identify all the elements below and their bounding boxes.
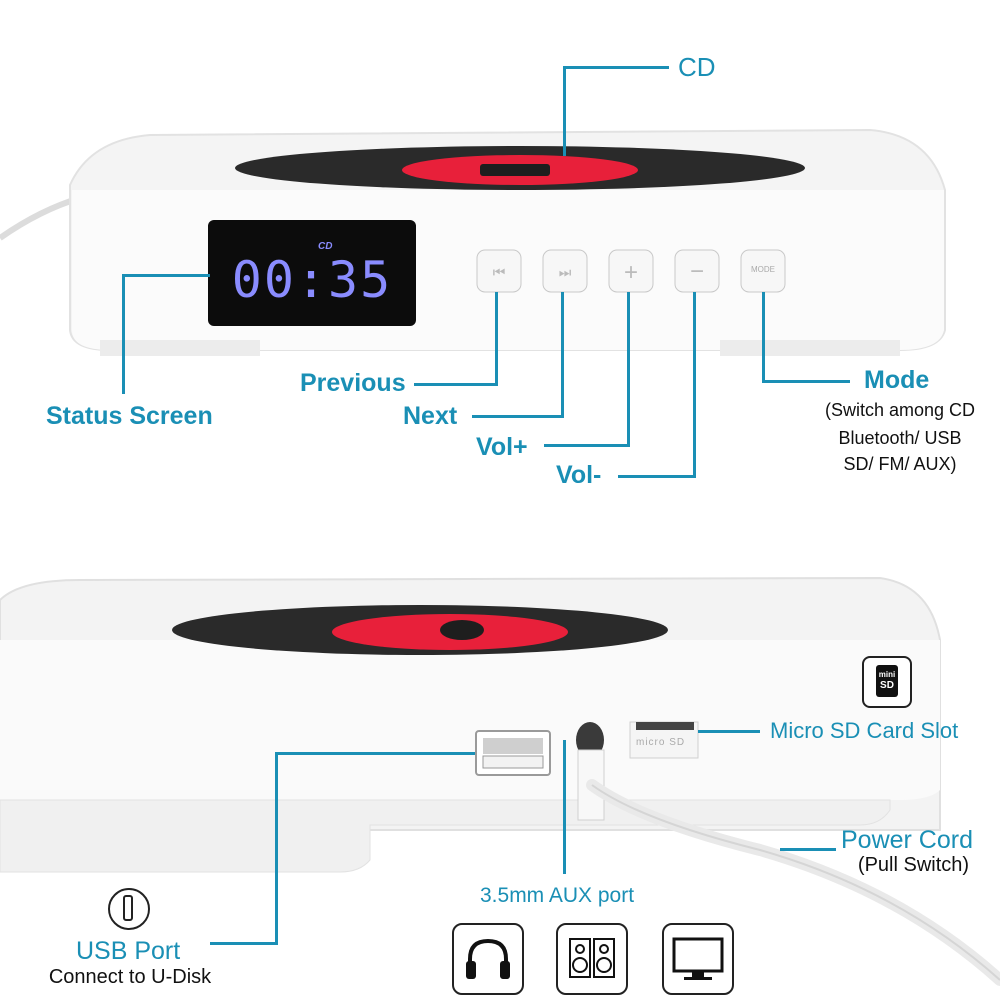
micro-sd-card-slot-label: Micro SD Card Slot <box>770 718 959 743</box>
headphones-icon <box>452 923 524 995</box>
svg-text:⏭: ⏭ <box>559 264 572 280</box>
mini-sd-icon-text-1: mini <box>878 670 896 679</box>
svg-text:−: − <box>690 258 704 285</box>
svg-text:+: + <box>624 259 638 286</box>
lcd-time: 00:35 <box>231 251 393 309</box>
status-screen-label: Status Screen <box>46 402 213 430</box>
next-label: Next <box>403 402 458 430</box>
bottom-cd-player-illustration <box>0 576 1000 986</box>
monitor-icon <box>662 923 734 995</box>
vol-minus-button <box>674 249 720 293</box>
previous-button <box>476 249 522 293</box>
mini-sd-icon: mini SD <box>862 656 912 708</box>
cd-label: CD <box>678 52 716 82</box>
mode-label: Mode <box>864 366 930 394</box>
mode-button-label: MODE <box>751 265 775 274</box>
usb-port-sublabel: Connect to U-Disk <box>48 966 212 988</box>
mode-description-line-2: Bluetooth/ USB <box>838 428 962 448</box>
power-cord-label: Power Cord <box>841 826 973 854</box>
svg-text:⏮: ⏮ <box>493 264 506 280</box>
micro-sd-slot-print: micro SD <box>636 737 686 748</box>
top-cd-player-illustration: ⏮ ⏭ + − <box>0 128 946 356</box>
lcd-mode-indicator: CD <box>318 241 333 252</box>
next-button <box>542 249 588 293</box>
mode-description-line-1: (Switch among CD <box>824 400 976 420</box>
power-cord-sublabel: (Pull Switch) <box>857 854 970 876</box>
vol-minus-label: Vol- <box>556 461 602 489</box>
vol-plus-label: Vol+ <box>476 433 528 461</box>
usb-drive-icon <box>108 888 150 930</box>
mode-description-line-3: SD/ FM/ AUX) <box>843 454 957 474</box>
usb-port-label: USB Port <box>76 937 181 965</box>
previous-label: Previous <box>300 369 406 397</box>
speakers-icon <box>556 923 628 995</box>
vol-plus-button <box>608 249 654 293</box>
aux-port-label: 3.5mm AUX port <box>480 884 635 907</box>
aux-jack <box>576 722 604 758</box>
mini-sd-icon-text-2: SD <box>880 680 894 691</box>
